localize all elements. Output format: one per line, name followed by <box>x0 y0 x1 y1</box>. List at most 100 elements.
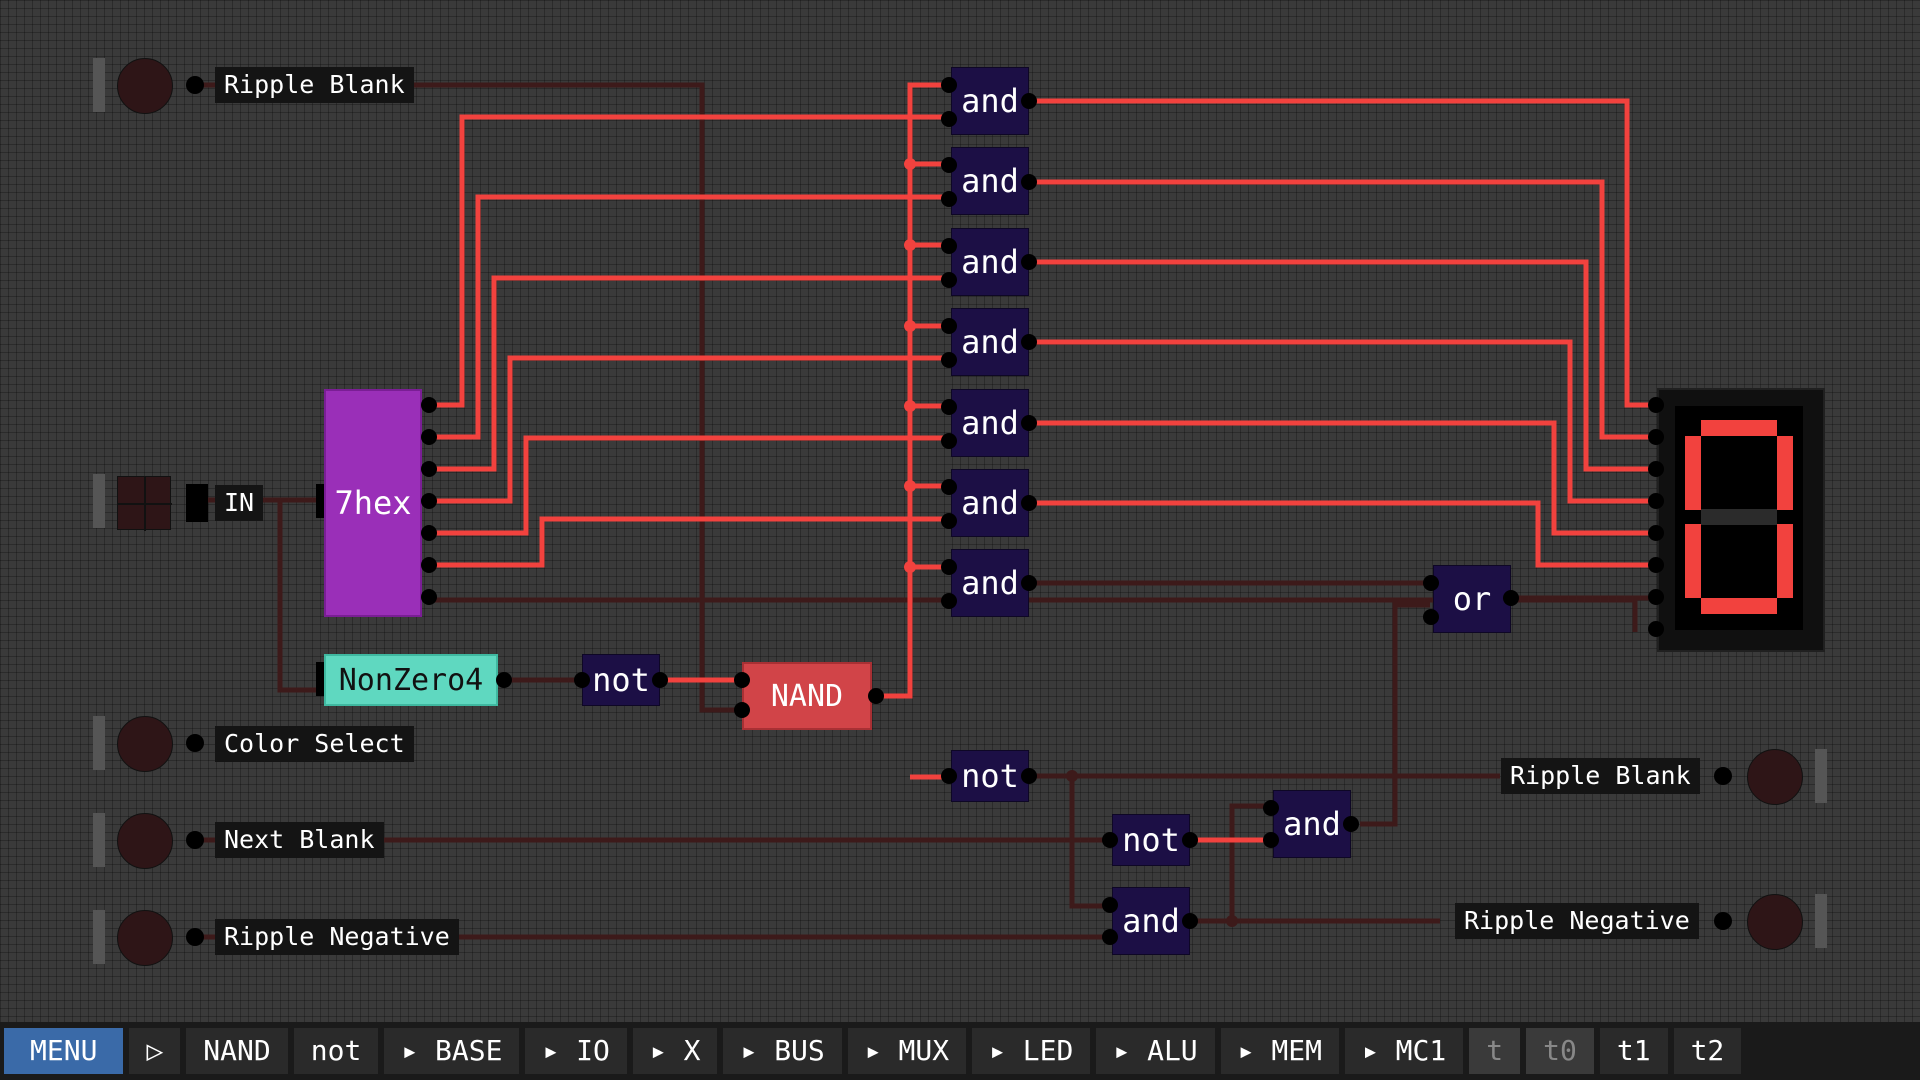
gate-pin <box>941 479 957 495</box>
or-gate[interactable]: or <box>1433 565 1511 633</box>
and-gate[interactable]: and <box>951 67 1029 135</box>
ripple-negative-output-pin <box>1714 912 1732 930</box>
play-icon[interactable]: ▷ <box>129 1028 181 1074</box>
gate-pin <box>941 559 957 575</box>
gate-pin <box>1423 609 1439 625</box>
gate-pin <box>1423 575 1439 591</box>
gate-pin <box>941 513 957 529</box>
toolbar-item-base[interactable]: ▸ BASE <box>384 1028 520 1074</box>
and-gate[interactable]: and <box>951 228 1029 296</box>
in-input-connector <box>186 484 208 522</box>
gate-pin <box>1182 832 1198 848</box>
nonzero4-output-pin <box>496 672 512 688</box>
nand-gate-label: NAND <box>770 678 844 714</box>
menu-button[interactable]: MENU <box>4 1028 124 1074</box>
and-gate[interactable]: and <box>951 308 1029 376</box>
gate-pin <box>1503 590 1519 606</box>
nonzero4-component[interactable]: NonZero4 <box>324 654 498 706</box>
and-gate[interactable]: and <box>1273 790 1351 858</box>
toolbar-item-alu[interactable]: ▸ ALU <box>1096 1028 1215 1074</box>
toolbar-item-io[interactable]: ▸ IO <box>525 1028 627 1074</box>
toolbar-item-bus[interactable]: ▸ BUS <box>723 1028 842 1074</box>
gate-pin <box>941 77 957 93</box>
toolbar-item-t1[interactable]: t1 <box>1599 1028 1668 1074</box>
gate-label: and <box>961 484 1019 522</box>
gate-pin <box>1102 897 1118 913</box>
display-pin <box>1648 397 1664 413</box>
gate-pin <box>1021 768 1037 784</box>
color-select-input-knob[interactable] <box>117 716 173 772</box>
ripple-negative-output-label: Ripple Negative <box>1455 903 1699 939</box>
gate-pin <box>734 672 750 688</box>
gate-pin <box>734 702 750 718</box>
input-tab <box>93 813 105 867</box>
toolbar-item-t[interactable]: t <box>1469 1028 1521 1074</box>
gate-pin <box>1021 93 1037 109</box>
gate-pin <box>1263 832 1279 848</box>
output-tab <box>1815 749 1827 803</box>
toolbar-item-t2[interactable]: t2 <box>1673 1028 1742 1074</box>
toolbar-item-x[interactable]: ▸ X <box>632 1028 718 1074</box>
segment-e <box>1685 524 1701 598</box>
gate-pin <box>1021 495 1037 511</box>
segment-g <box>1701 509 1777 525</box>
gate-label: and <box>961 404 1019 442</box>
input-tab <box>93 474 105 528</box>
gate-label: or <box>1452 580 1492 618</box>
hex-output-pin <box>421 493 437 509</box>
segment-a <box>1701 420 1777 436</box>
gate-pin <box>1021 415 1037 431</box>
ripple-blank-output-label: Ripple Blank <box>1501 758 1700 794</box>
ripple-blank-input-knob[interactable] <box>117 58 173 114</box>
next-blank-input-knob[interactable] <box>117 813 173 869</box>
next-blank-input-label: Next Blank <box>215 822 384 858</box>
hex-output-pin <box>421 397 437 413</box>
gate-label: not <box>592 661 650 699</box>
toolbar-item-mc1[interactable]: ▸ MC1 <box>1344 1028 1464 1074</box>
gate-pin <box>941 157 957 173</box>
gate-pin <box>1021 254 1037 270</box>
toolbar-item-not[interactable]: not <box>293 1028 379 1074</box>
ripple-negative-input-pin <box>186 928 204 946</box>
hex-input-connector <box>316 484 324 518</box>
gate-label: and <box>961 162 1019 200</box>
ripple-negative-input-knob[interactable] <box>117 910 173 966</box>
gate-pin <box>1102 929 1118 945</box>
gate-pin <box>941 593 957 609</box>
and-gate[interactable]: and <box>951 389 1029 457</box>
and-gate[interactable]: and <box>951 147 1029 215</box>
in-input-switch[interactable] <box>117 476 172 531</box>
input-tab <box>93 58 105 112</box>
nonzero4-input-connector <box>316 662 324 696</box>
toolbar-item-led[interactable]: ▸ LED <box>972 1028 1091 1074</box>
and-gate[interactable]: and <box>951 549 1029 617</box>
gate-label: and <box>1122 902 1180 940</box>
toolbar-item-mem[interactable]: ▸ MEM <box>1220 1028 1339 1074</box>
gate-pin <box>574 672 590 688</box>
not-gate[interactable]: not <box>582 654 660 706</box>
gate-label: not <box>961 757 1019 795</box>
color-select-input-pin <box>186 734 204 752</box>
hex-output-pin <box>421 589 437 605</box>
gate-pin <box>1021 575 1037 591</box>
not-gate[interactable]: not <box>1112 814 1190 866</box>
toolbar-item-t0[interactable]: t0 <box>1526 1028 1594 1074</box>
output-tab <box>1815 894 1827 948</box>
hex-output-pin <box>421 557 437 573</box>
and-gate[interactable]: and <box>951 469 1029 537</box>
segment-b <box>1777 436 1793 510</box>
not-gate[interactable]: not <box>951 750 1029 802</box>
and-gate[interactable]: and <box>1112 887 1190 955</box>
display-pin <box>1648 525 1664 541</box>
seven-segment-display <box>1657 388 1825 652</box>
gate-label: and <box>961 564 1019 602</box>
segment-f <box>1685 436 1701 510</box>
hex-decoder-component[interactable]: 7hex <box>324 389 422 617</box>
gate-pin <box>941 191 957 207</box>
nand-gate[interactable]: NAND <box>742 662 872 730</box>
gate-pin <box>941 318 957 334</box>
toolbar-item-mux[interactable]: ▸ MUX <box>847 1028 967 1074</box>
gate-pin <box>1263 800 1279 816</box>
toolbar-item-nand[interactable]: NAND <box>186 1028 288 1074</box>
display-pin <box>1648 621 1664 637</box>
